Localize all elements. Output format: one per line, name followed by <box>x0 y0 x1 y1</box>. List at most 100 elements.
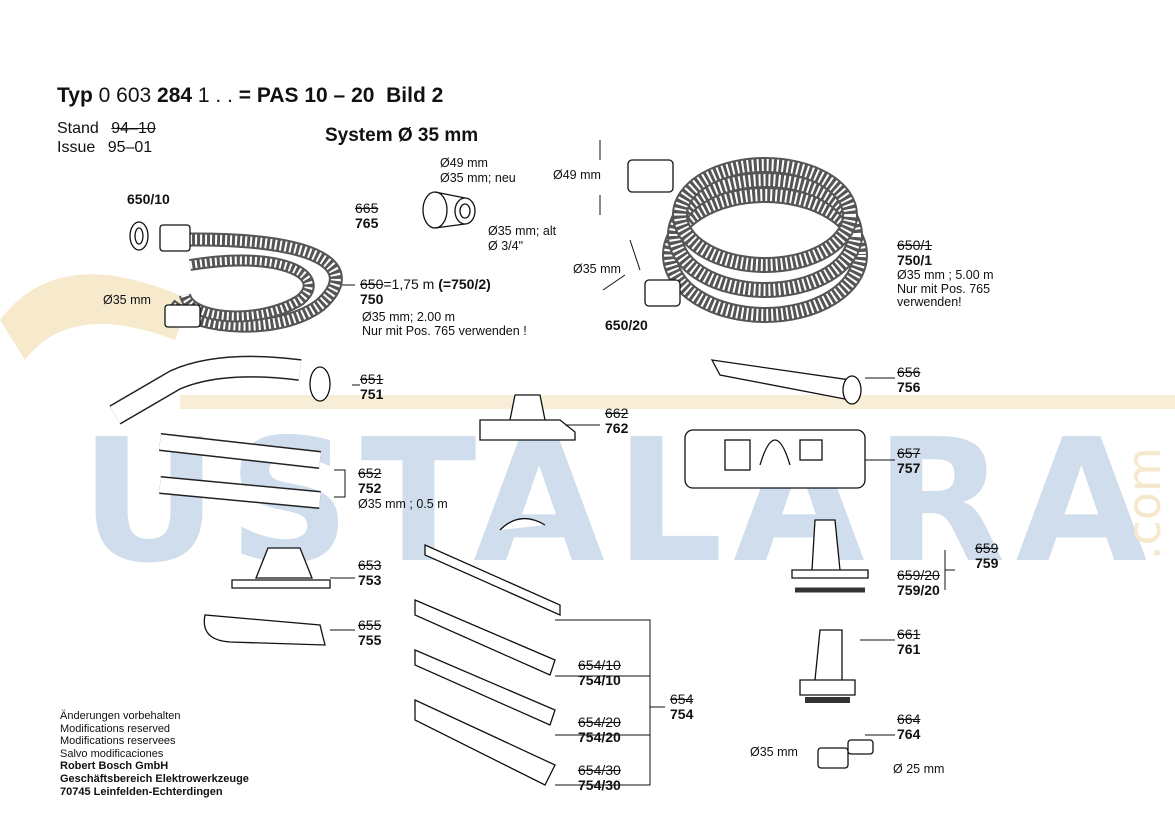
part-753: 753 <box>358 572 382 588</box>
document-title: Typ 0 603 284 1 . . = PAS 10 – 20 Bild 2 <box>57 84 443 108</box>
nozzle-762-icon <box>479 394 576 441</box>
hose-750-1-icon <box>627 157 868 323</box>
hose-750-1-d35: Ø35 mm <box>573 262 621 276</box>
part-762: 762 <box>605 420 629 436</box>
leader-lines <box>330 140 955 786</box>
footer-line-1: Änderungen vorbehalten <box>60 710 181 722</box>
nozzle-753-icon <box>231 547 331 589</box>
part-653-old: 653 <box>358 557 382 573</box>
footer-line-2: Modifications reserved <box>60 722 171 735</box>
part-655-old: 655 <box>358 617 382 633</box>
stand-block: Stand 94–10 Issue 95–01 <box>57 119 156 157</box>
floor-nozzle-757-icon <box>684 429 866 489</box>
part-764-d25: Ø 25 mm <box>893 762 945 776</box>
part-654-10-old: 654/10 <box>578 657 621 673</box>
footer-division: Geschäftsbereich Elektrowerkzeuge <box>60 772 249 785</box>
part-762-label: 662 762 <box>605 406 628 436</box>
part-759: 759 <box>975 555 999 571</box>
part-659-20-old: 659/20 <box>897 567 940 583</box>
adapter-765-d35-old: Ø35 mm; alt <box>488 224 557 238</box>
part-754-30-label: 654/30 754/30 <box>578 763 621 793</box>
part-750-note-size: Ø35 mm; 2.00 m <box>362 310 456 324</box>
adapter-764-icon <box>817 739 874 769</box>
part-756-label: 656 756 <box>897 365 920 395</box>
part-752: 752 <box>358 480 382 496</box>
part-765-label: 665 765 <box>355 201 378 231</box>
model-name: PAS 10 – 20 <box>256 84 375 107</box>
part-750-1-note-size: Ø35 mm ; 5.00 m <box>897 268 994 282</box>
hose-750-icon <box>159 224 343 333</box>
part-650-length: 1,75 m <box>391 276 435 292</box>
footer-block: Änderungen vorbehalten Modifications res… <box>60 710 249 798</box>
part-654-30-old: 654/30 <box>578 762 621 778</box>
part-656-old: 656 <box>897 364 921 380</box>
part-764: 764 <box>897 726 921 742</box>
part-761: 761 <box>897 641 921 657</box>
equals-sign: = <box>238 84 252 107</box>
footer-company: Robert Bosch GmbH <box>60 760 169 773</box>
adapter-765-d35-new: Ø35 mm; neu <box>440 171 516 185</box>
part-664-old: 664 <box>897 711 921 727</box>
brush-759-icon <box>791 519 869 593</box>
part-755: 755 <box>358 632 382 648</box>
adapter-765-icon <box>422 191 476 229</box>
part-754-20-label: 654/20 754/20 <box>578 715 621 745</box>
part-759-20: 759/20 <box>897 582 940 598</box>
part-754-20: 754/20 <box>578 729 621 745</box>
part-757: 757 <box>897 460 921 476</box>
part-665-old: 665 <box>355 200 379 216</box>
part-651-old: 651 <box>360 371 384 387</box>
footer-address: 70745 Leinfelden-Echterdingen <box>60 785 223 798</box>
floor-heads-754-icon <box>414 518 561 786</box>
hose-750-d35: Ø35 mm <box>103 293 151 307</box>
part-662-old: 662 <box>605 405 629 421</box>
part-650-1-old: 650/1 <box>897 237 933 253</box>
part-761-label: 661 761 <box>897 627 920 657</box>
part-754-30: 754/30 <box>578 777 621 793</box>
part-759-20-label: 659/20 759/20 <box>897 568 940 598</box>
stand-label: Stand <box>57 120 99 137</box>
part-654-20-old: 654/20 <box>578 714 621 730</box>
crevice-755-icon <box>203 614 326 646</box>
part-650-10-label: 650/10 <box>127 191 170 207</box>
part-650-20-label: 650/20 <box>605 317 648 333</box>
part-650-equivalent: (=750/2) <box>438 276 491 292</box>
footer-line-3: Modifications reservees <box>60 735 176 748</box>
part-661-old: 661 <box>897 626 921 642</box>
tubes-752-icon <box>158 433 322 509</box>
typ-number-bold: 284 <box>157 84 193 107</box>
part-754-label: 654 754 <box>670 692 693 722</box>
figure-number: Bild 2 <box>386 84 444 107</box>
part-765: 765 <box>355 215 379 231</box>
part-753-label: 653 753 <box>358 558 381 588</box>
part-756: 756 <box>897 379 921 395</box>
part-750-note-usage: Nur mit Pos. 765 verwenden ! <box>362 324 527 338</box>
issue-label: Issue <box>57 139 96 156</box>
part-764-label: 664 764 <box>897 712 920 742</box>
bent-tube-751-icon <box>109 355 331 425</box>
stand-value: 94–10 <box>111 120 156 137</box>
adapter-765-d34: Ø 3/4" <box>488 239 524 253</box>
part-657-old: 657 <box>897 445 921 461</box>
brush-761-icon <box>799 629 856 703</box>
part-650-old: 650 <box>360 276 384 292</box>
adapter-765-d49: Ø49 mm <box>440 156 488 170</box>
ring-650-10-icon <box>129 221 149 251</box>
part-654-old: 654 <box>670 691 694 707</box>
typ-number-pre: 0 603 <box>98 84 152 107</box>
part-751: 751 <box>360 386 384 402</box>
footer-line-4: Salvo modificaciones <box>60 747 164 760</box>
part-757-label: 657 757 <box>897 446 920 476</box>
part-755-label: 655 755 <box>358 618 381 648</box>
part-652-old: 652 <box>358 465 382 481</box>
part-750: 750 <box>360 291 384 307</box>
part-752-note: Ø35 mm ; 0.5 m <box>358 497 448 511</box>
part-752-label: 652 752 <box>358 466 381 496</box>
watermark-suffix: .com <box>1117 447 1171 560</box>
typ-word: Typ <box>57 84 93 107</box>
issue-value: 95–01 <box>107 139 153 156</box>
part-750-1-label: 650/1 750/1 <box>897 238 932 268</box>
part-750-1: 750/1 <box>897 252 933 268</box>
hose-750-1-d49: Ø49 mm <box>553 168 601 182</box>
